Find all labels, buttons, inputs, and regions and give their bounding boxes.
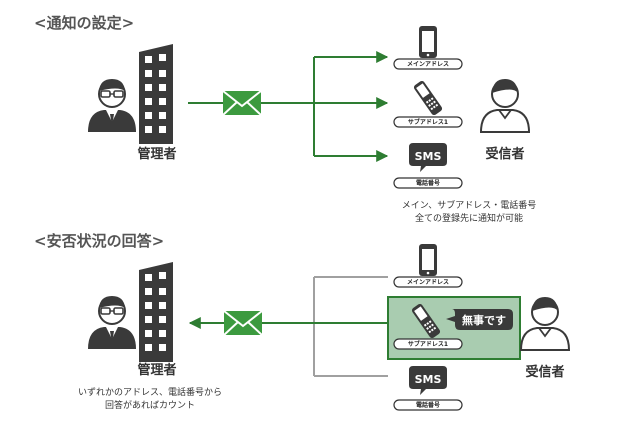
sender-label: 管理者 [137,362,176,378]
section1-heading: <通知の設定> [34,14,134,32]
note-line-1: いずれかのアドレス、電話番号から [78,386,222,398]
section2-heading: <安否状況の回答> [34,232,164,250]
device-label-sub: サブアドレス1 [408,118,448,126]
sender-label: 管理者 [137,146,176,162]
note-line-2: 回答があればカウント [105,399,195,411]
device-label-main: メインアドレス [407,61,449,68]
admin-person-icon [87,78,137,133]
building-icon [139,44,173,144]
receiver-person-icon [520,296,570,351]
receiver-label: 受信者 [525,364,564,380]
sms-bubble-text: SMS [415,150,442,163]
admin-person-icon [87,295,137,350]
reply-speech-bubble [446,309,513,330]
note-line-1: メイン、サブアドレス・電話番号 [402,199,536,211]
smartphone-icon [419,26,437,58]
mail-envelope-icon [222,90,262,116]
building-icon [139,262,173,362]
device-label-main: メインアドレス [407,279,449,286]
receiver-person-icon [480,78,530,133]
mail-envelope-icon [223,310,263,336]
reply-bubble-text: 無事です [462,313,506,327]
smartphone-icon [419,244,437,276]
receiver-label: 受信者 [485,146,524,162]
flip-phone-icon [412,79,444,117]
note-line-2: 全ての登録先に通知が可能 [415,212,523,224]
device-label-phone: 電話番号 [416,401,440,409]
sms-bubble-text: SMS [415,373,442,386]
device-label-sub: サブアドレス1 [408,340,448,348]
device-label-phone: 電話番号 [416,179,440,187]
